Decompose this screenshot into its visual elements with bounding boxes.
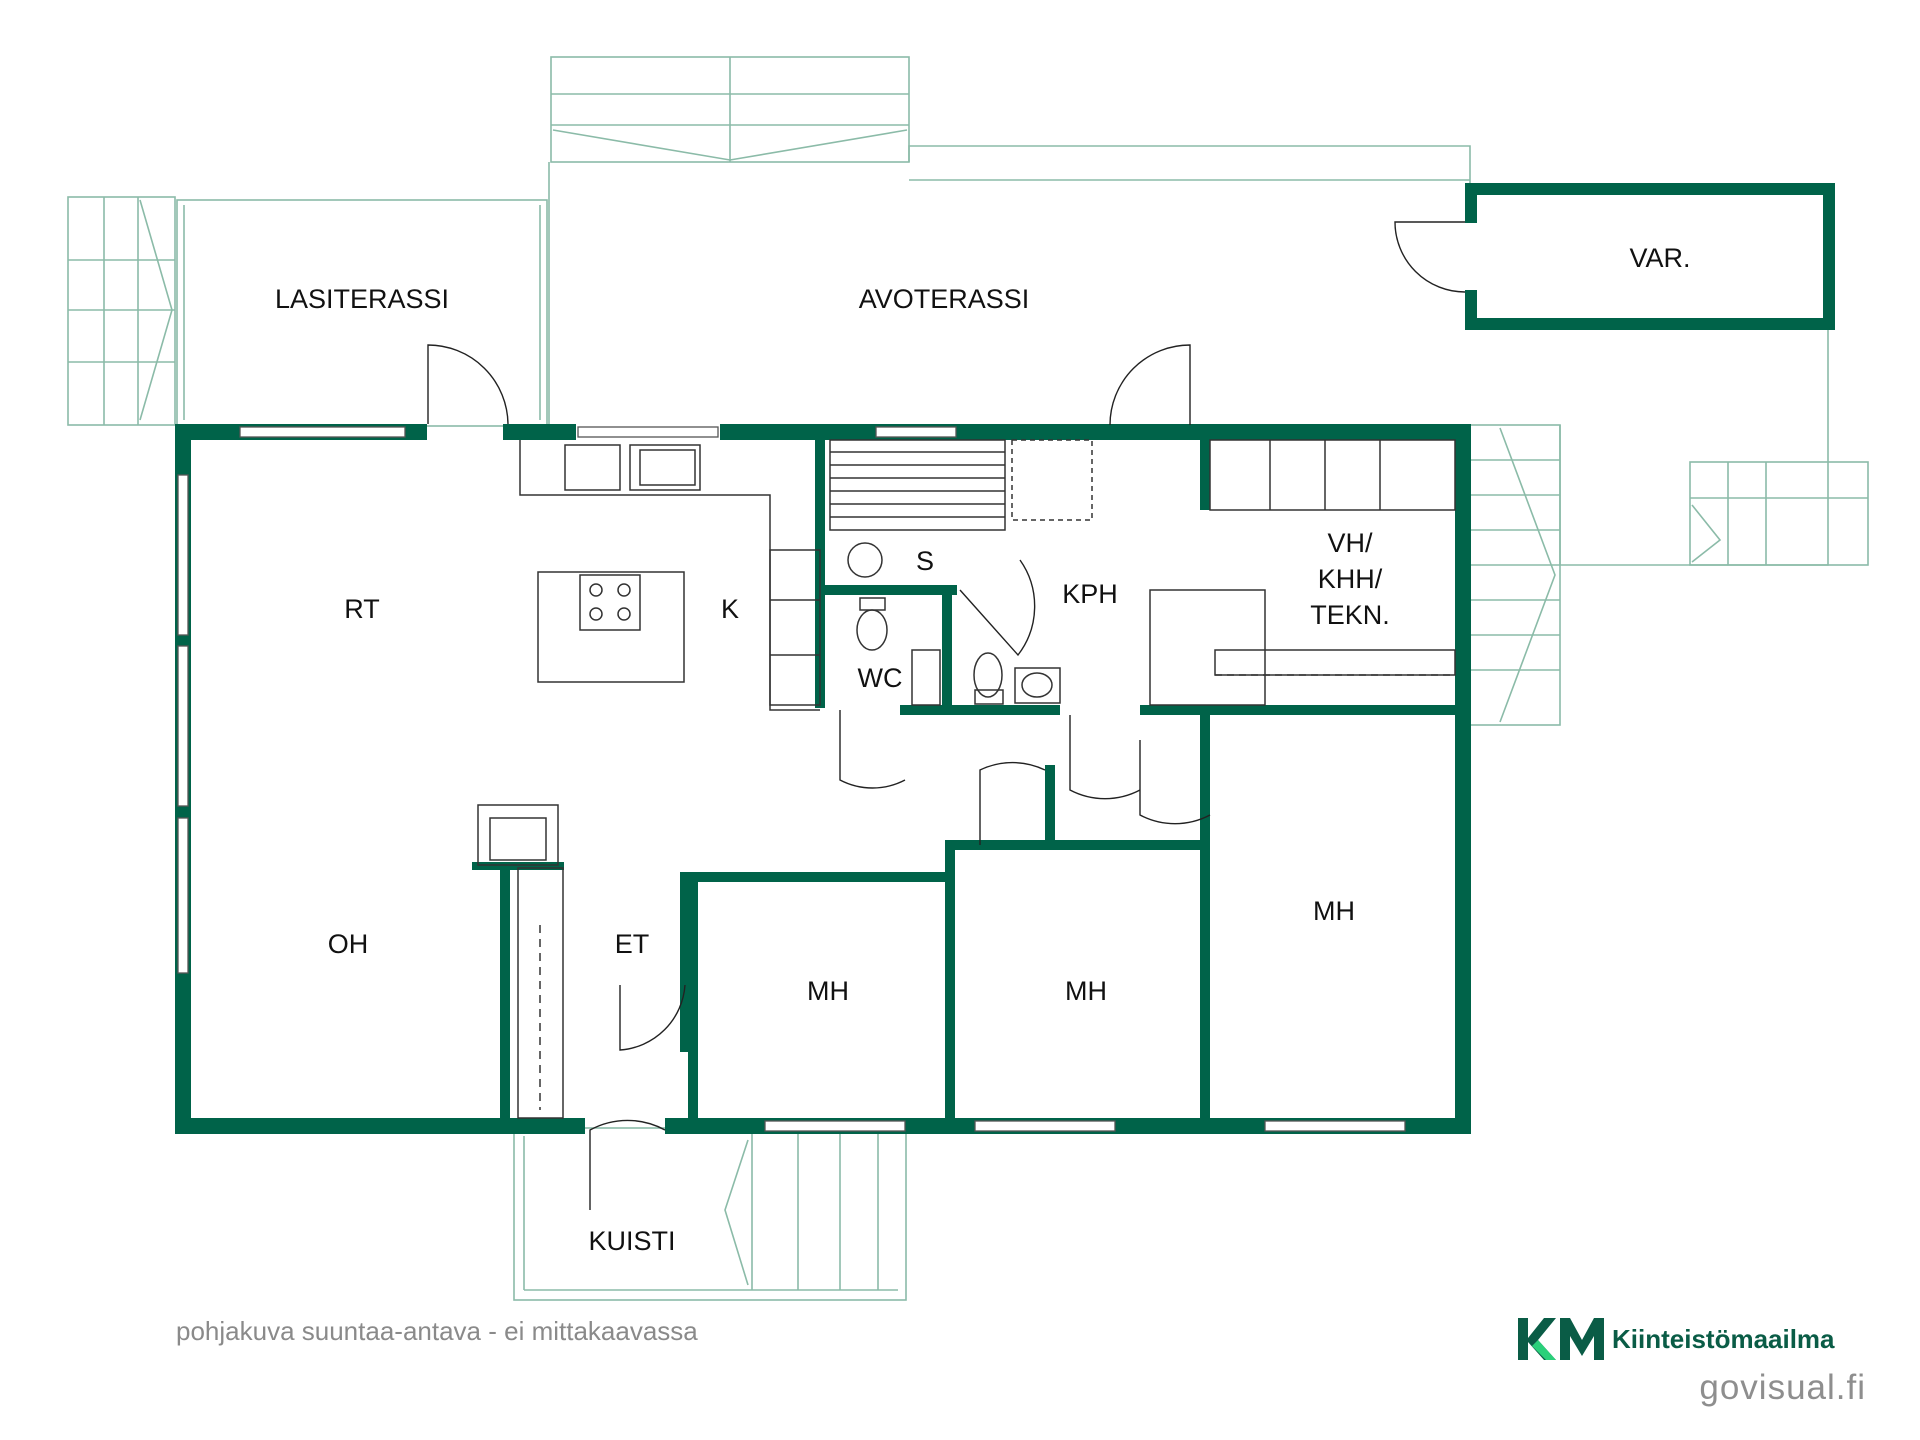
room-label-mh-3: MH: [1313, 896, 1355, 926]
interior-walls: [472, 440, 1470, 1125]
room-label-mh-1: MH: [807, 976, 849, 1006]
room-label-rt: RT: [344, 594, 380, 624]
room-label-k: K: [721, 594, 739, 624]
exterior-walls: [175, 183, 1835, 1134]
room-label-oh: OH: [328, 929, 369, 959]
room-label-mh-2: MH: [1065, 976, 1107, 1006]
room-label-lasiterassi: LASITERASSI: [275, 284, 449, 314]
fireplace: [477, 804, 564, 1119]
doors: [427, 221, 1466, 1210]
kitchen-fixtures: [519, 440, 821, 711]
brand-company-name: Kiinteistömaailma: [1612, 1324, 1835, 1354]
sauna-stair: [829, 439, 1093, 578]
km-logo-icon: [1518, 1318, 1604, 1360]
room-label-kuisti: KUISTI: [588, 1226, 675, 1256]
room-label-avoterassi: AVOTERASSI: [859, 284, 1030, 314]
room-label-var: VAR.: [1629, 243, 1690, 273]
bathroom-fixtures: [856, 597, 1061, 706]
room-label-vh-line2: KHH/: [1318, 564, 1383, 594]
utility-fixtures: [1149, 439, 1456, 706]
room-label-kph: KPH: [1062, 579, 1118, 609]
disclaimer-note: pohjakuva suuntaa-antava - ei mittakaava…: [176, 1316, 698, 1346]
brand-logo: Kiinteistömaailma govisual.fi: [1516, 1312, 1866, 1412]
room-label-wc: WC: [858, 663, 903, 693]
terrace-outlines: [67, 56, 1869, 1301]
room-label-vh-line1: VH/: [1327, 528, 1373, 558]
room-label-s: S: [916, 546, 934, 576]
windows: [177, 426, 1406, 1132]
room-label-vh-line3: TEKN.: [1310, 600, 1390, 630]
brand-producer: govisual.fi: [1699, 1368, 1866, 1407]
room-label-et: ET: [615, 929, 650, 959]
